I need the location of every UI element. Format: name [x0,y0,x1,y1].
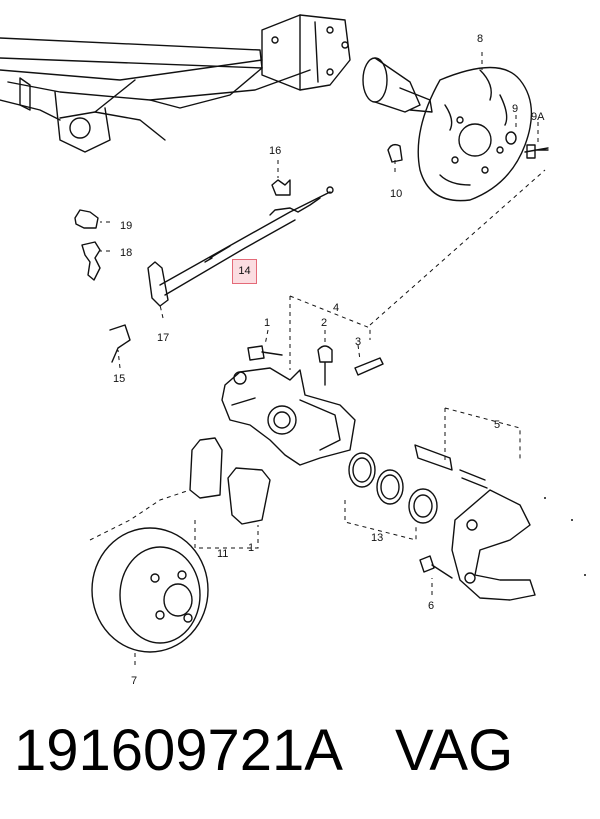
bracket-19 [74,209,99,229]
stub-axle [362,57,433,113]
brake-pad-inner [189,437,223,499]
label-19: 19 [120,220,132,232]
footer: 191609721A VAG [14,716,594,786]
plug [387,143,403,163]
label-10: 10 [390,188,402,200]
label-1b: 1 [248,542,254,554]
label-18: 18 [120,247,132,259]
label-17: 17 [157,332,169,344]
label-15: 15 [113,373,125,385]
label-5: 5 [494,419,500,431]
label-6: 6 [428,600,434,612]
brake-pad-outer [227,467,271,525]
label-11: 11 [217,548,228,560]
backing-plate [417,66,533,202]
brand-name: VAG [395,718,514,783]
caliper-carrier [414,444,536,601]
label-9: 9 [512,103,518,115]
handbrake-cable [159,186,334,296]
label-3: 3 [355,336,361,348]
bolt-6 [419,555,453,579]
label-7: 7 [131,675,137,687]
bolt-1 [247,345,283,361]
brake-disc [91,527,209,653]
label-16: 16 [269,145,281,157]
exploded-parts-diagram: 8 9 9A 10 16 19 18 17 15 4 1 2 3 5 11 1 … [0,14,586,687]
label-1: 1 [264,317,270,329]
clip-16 [271,179,291,196]
leader-lines [89,52,546,665]
cable-bracket-17 [147,261,169,307]
label-9a: 9A [531,111,545,123]
label-13: 13 [371,532,383,544]
highlighted-label-14: 14 [232,259,257,284]
bracket-15 [109,324,131,363]
label-4: 4 [333,302,339,314]
label-2: 2 [321,317,327,329]
label-8: 8 [477,33,483,45]
dots [544,497,586,576]
bolt-9a [524,144,549,159]
seal-ring-2 [376,469,404,505]
bleeder-2 [317,345,333,386]
part-number: 191609721A [14,718,343,783]
spring-clip-18 [81,241,101,281]
rear-axle-beam [0,14,351,153]
brake-caliper [221,367,356,466]
part-labels: 8 9 9A 10 16 19 18 17 15 4 1 2 3 5 11 1 … [113,33,545,687]
piston [408,488,438,524]
washer [505,131,517,145]
seal-ring-1 [348,452,376,488]
guide-pin-3 [354,357,384,376]
